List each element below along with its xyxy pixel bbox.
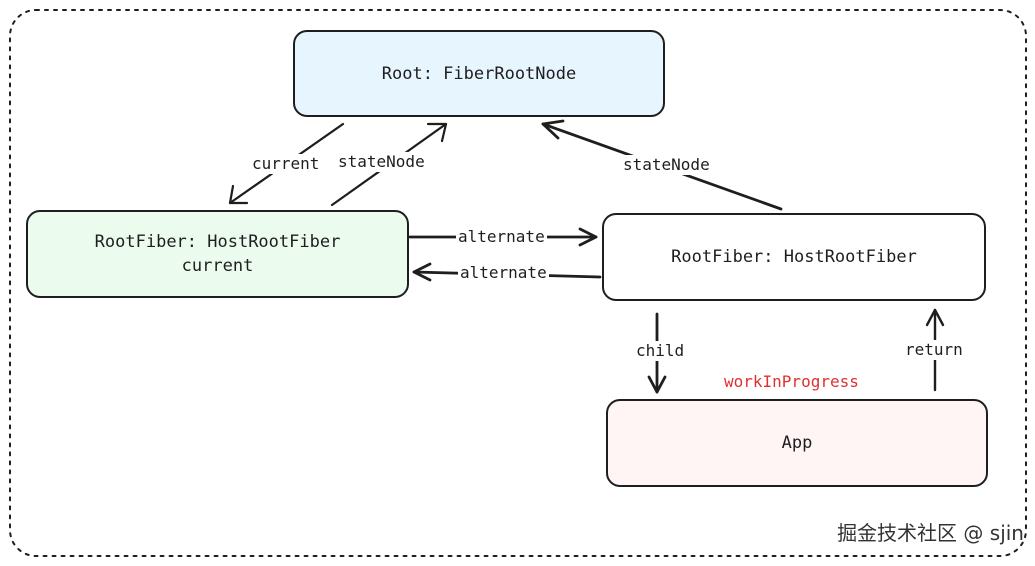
app-node-label: App: [781, 433, 813, 453]
edge-label-statenode-left: stateNode: [336, 152, 427, 172]
edge-label-current: current: [250, 154, 322, 174]
edge-alternate-bottom-arrowhead: [412, 262, 432, 282]
edge-return-arrowhead: [925, 308, 945, 327]
edge-child-arrowhead: [647, 375, 667, 394]
root-node-box: Root: FiberRootNode: [293, 30, 665, 117]
edge-label-alternate-bottom: alternate: [458, 263, 549, 283]
edge-statenode-right-arrowhead: [541, 119, 565, 140]
edge-statenode-left-arrowhead: [426, 122, 448, 143]
current-fiber-label: RootFiber: HostRootFiber: [94, 232, 341, 252]
edge-label-return: return: [903, 340, 965, 360]
dashed-frame: [9, 9, 1027, 557]
edge-label-child: child: [634, 341, 687, 361]
edge-label-statenode-right: stateNode: [621, 155, 712, 175]
wip-fiber-box: RootFiber: HostRootFiber: [602, 213, 986, 301]
watermark-text: 掘金技术社区 @ sjin: [837, 521, 1024, 545]
app-node-box: App: [606, 399, 988, 487]
current-fiber-sublabel: current: [181, 256, 254, 276]
wip-fiber-label: RootFiber: HostRootFiber: [671, 247, 917, 267]
work-in-progress-annotation: workInProgress: [724, 372, 859, 391]
edge-label-alternate-top: alternate: [456, 227, 547, 247]
current-fiber-box: RootFiber: HostRootFiber current: [26, 210, 409, 298]
edge-current-arrowhead: [228, 184, 249, 205]
edge-alternate-top-arrowhead: [578, 227, 598, 247]
root-node-label: Root: FiberRootNode: [381, 63, 577, 84]
